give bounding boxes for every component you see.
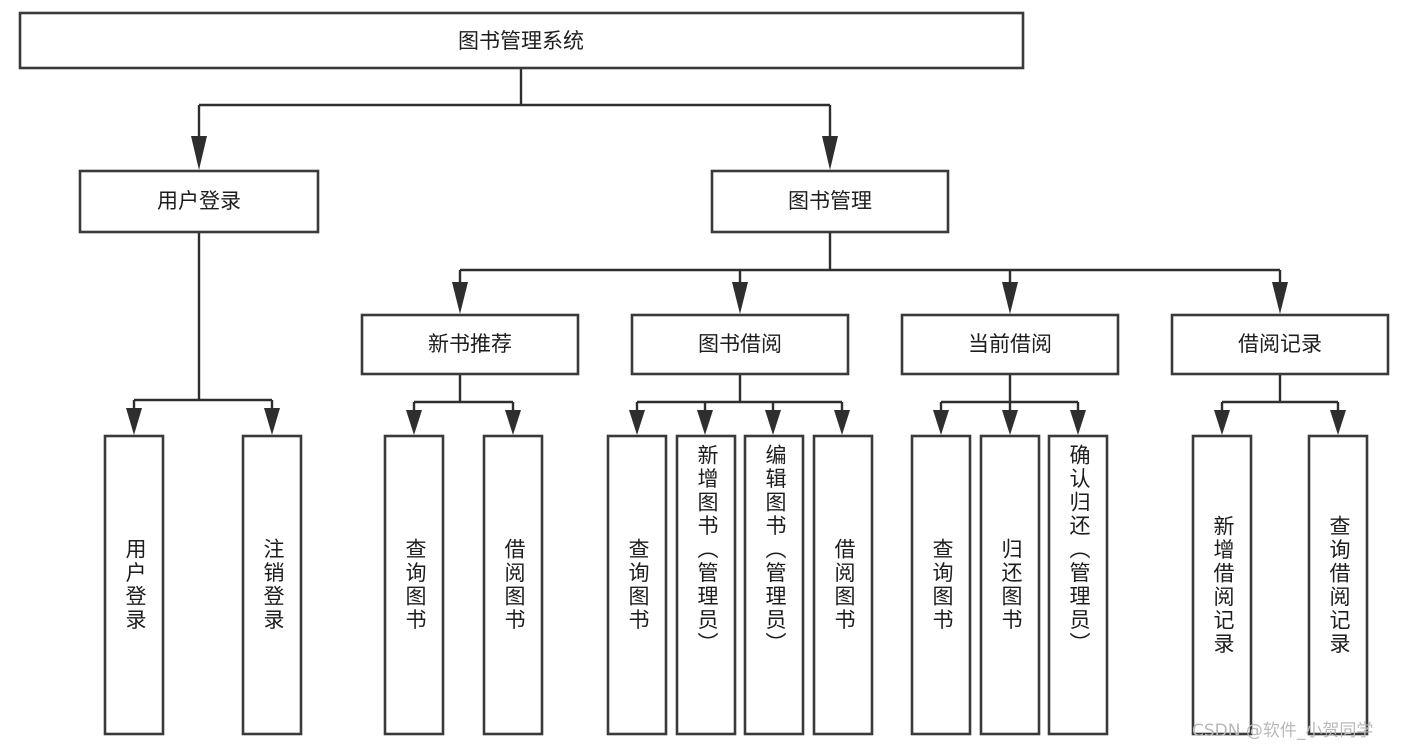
arrow-leaf-add-book xyxy=(697,410,713,435)
arrow-leaf-query-record xyxy=(1330,410,1346,435)
arrow-borrow-record xyxy=(1272,282,1288,314)
node-box-leaf-borrow-book-1[interactable] xyxy=(482,434,544,736)
label-leaf-borrow-book-2: 借阅图书 xyxy=(831,538,856,632)
label-leaf-logout: 注销登录 xyxy=(260,538,285,632)
node-box-leaf-query-record[interactable] xyxy=(1307,434,1369,736)
node-box-book-manage[interactable] xyxy=(710,169,950,234)
connector-group-book-manage-to-level3 xyxy=(452,232,1288,314)
csdn-watermark: CSDN @软件_小贺同学 xyxy=(1192,721,1374,741)
node-box-leaf-add-book[interactable] xyxy=(675,434,737,736)
node-box-current-borrow[interactable] xyxy=(900,313,1120,376)
label-leaf-query-record: 查询借阅记录 xyxy=(1326,514,1351,656)
arrow-leaf-add-record xyxy=(1214,410,1230,435)
arrow-leaf-edit-book xyxy=(765,410,781,435)
label-leaf-borrow-book-1: 借阅图书 xyxy=(501,538,526,632)
node-box-book-borrow[interactable] xyxy=(630,313,850,376)
arrow-leaf-user-login xyxy=(126,408,142,435)
node-box-leaf-add-record[interactable] xyxy=(1191,434,1253,736)
node-box-leaf-query-book-3[interactable] xyxy=(910,434,972,736)
label-book-manage: 图书管理 xyxy=(788,189,872,213)
label-root: 图书管理系统 xyxy=(458,29,584,53)
arrow-leaf-query-book-3 xyxy=(933,410,949,435)
connector-group-user-login-to-leaves xyxy=(126,232,280,435)
node-box-root[interactable] xyxy=(18,11,1025,70)
label-leaf-add-record: 新增借阅记录 xyxy=(1210,514,1235,656)
label-leaf-return-book: 归还图书 xyxy=(998,538,1023,632)
label-leaf-query-book-3: 查询图书 xyxy=(929,538,954,632)
node-box-borrow-record[interactable] xyxy=(1170,313,1390,376)
node-box-leaf-confirm-return[interactable] xyxy=(1047,434,1109,736)
label-leaf-user-login: 用户登录 xyxy=(122,538,147,632)
connector-group-borrow-record-to-leaves xyxy=(1214,374,1346,435)
node-box-leaf-logout[interactable] xyxy=(241,434,303,736)
arrow-book-manage xyxy=(822,136,838,170)
node-box-leaf-return-book[interactable] xyxy=(979,434,1041,736)
node-box-leaf-query-book-1[interactable] xyxy=(383,434,445,736)
label-leaf-confirm-return: 确认归还（管理员） xyxy=(1066,444,1091,656)
arrow-leaf-query-book-1 xyxy=(406,410,422,435)
node-box-new-book-recommend[interactable] xyxy=(360,313,580,376)
arrow-leaf-confirm-return xyxy=(1070,410,1086,435)
connector-group-new-book-to-leaves xyxy=(406,374,521,435)
arrow-new-book-recommend xyxy=(452,282,468,314)
arrow-book-borrow xyxy=(732,282,748,314)
arrow-user-login xyxy=(191,136,207,170)
arrow-leaf-logout xyxy=(264,408,280,435)
label-borrow-record: 借阅记录 xyxy=(1238,332,1322,356)
node-box-leaf-edit-book[interactable] xyxy=(743,434,805,736)
node-box-user-login[interactable] xyxy=(78,169,320,234)
label-leaf-query-book-2: 查询图书 xyxy=(625,538,650,632)
connector-group-root-to-level2 xyxy=(191,68,838,170)
node-box-leaf-query-book-2[interactable] xyxy=(606,434,668,736)
arrow-current-borrow xyxy=(1002,282,1018,314)
node-box-leaf-user-login[interactable] xyxy=(103,434,165,736)
arrow-leaf-return-book xyxy=(1002,410,1018,435)
label-current-borrow: 当前借阅 xyxy=(968,332,1052,356)
label-new-book-recommend: 新书推荐 xyxy=(428,332,512,356)
arrow-leaf-query-book-2 xyxy=(629,410,645,435)
arrow-leaf-borrow-book-1 xyxy=(505,410,521,435)
connector-group-current-borrow-to-leaves xyxy=(933,374,1086,435)
node-box-leaf-borrow-book-2[interactable] xyxy=(812,434,874,736)
label-leaf-add-book: 新增图书（管理员） xyxy=(694,444,719,656)
label-book-borrow: 图书借阅 xyxy=(698,332,782,356)
label-leaf-edit-book: 编辑图书（管理员） xyxy=(762,444,787,656)
label-user-login: 用户登录 xyxy=(157,189,241,213)
label-leaf-query-book-1: 查询图书 xyxy=(402,538,427,632)
arrow-leaf-borrow-book-2 xyxy=(834,410,850,435)
connector-group-book-borrow-to-leaves xyxy=(629,374,850,435)
